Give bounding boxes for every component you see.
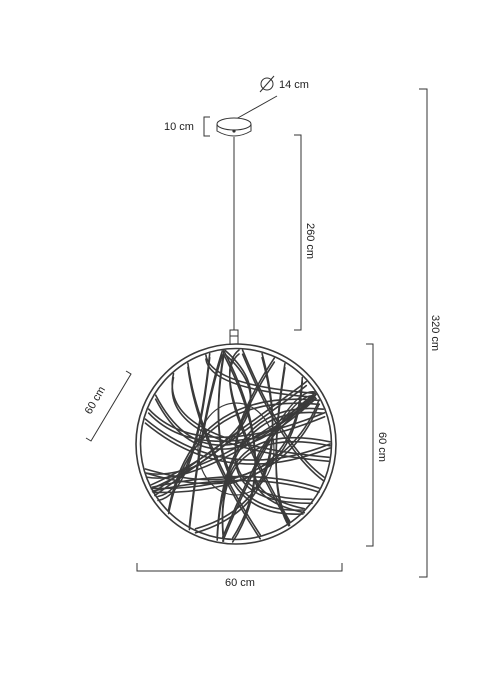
- wire-strand-8-1: [275, 367, 290, 527]
- wire-strand-14-1: [157, 356, 211, 502]
- total-height-bracket: [419, 88, 428, 578]
- canopy-height-bracket: [203, 116, 210, 137]
- wire-strand-25-1: [241, 353, 325, 482]
- wire-strand-21-1: [151, 479, 320, 493]
- diameter-symbol-icon: [260, 77, 274, 91]
- wire-strand-15-1: [188, 354, 224, 531]
- wire-strand-0-0: [144, 418, 331, 461]
- wire-strand-19-0: [154, 393, 317, 446]
- total-height-label: 320 cm: [429, 315, 441, 351]
- sphere-width-annotation: 60 cm: [136, 563, 343, 589]
- sphere-depth-bracket: [85, 370, 132, 442]
- canopy-top: [216, 117, 252, 131]
- canopy-diameter-annotation: 14 cm: [235, 75, 309, 120]
- wire-strand-12-1: [253, 396, 316, 514]
- wire-strand-22-1: [221, 441, 331, 542]
- wire-strand-24-1: [154, 384, 308, 497]
- inner-strand-ring: [197, 402, 275, 496]
- sphere-outline: [135, 343, 337, 545]
- cable-length-bracket: [294, 134, 302, 331]
- wire-strand-3-1: [234, 361, 313, 505]
- canopy-diameter-leader: [235, 95, 278, 120]
- sphere-width-label: 60 cm: [225, 577, 255, 589]
- wire-strand-24-0: [154, 380, 308, 493]
- wire-strand-25-0: [241, 349, 325, 478]
- wire-strand-23-1: [144, 380, 304, 485]
- canopy-height-annotation: 10 cm: [164, 116, 210, 137]
- sphere-depth-label: 60 cm: [83, 385, 108, 417]
- sphere-height-label: 60 cm: [376, 432, 388, 462]
- sphere-outline-inner: [139, 347, 333, 541]
- cable-length-annotation: 260 cm: [294, 134, 316, 331]
- diameter-symbol-slash: [259, 75, 275, 93]
- wire-strand-21-0: [151, 475, 320, 489]
- sphere-width-bracket: [136, 563, 343, 572]
- wire-strand-19-1: [154, 397, 317, 450]
- canopy-screw-icon: [232, 129, 236, 133]
- socket-collar-body: [229, 329, 239, 345]
- canopy-diameter-label: 14 cm: [279, 79, 309, 91]
- wire-sphere-shade: [135, 343, 337, 545]
- wire-strand-7-1: [145, 397, 317, 479]
- wire-strand-20-1: [194, 356, 274, 534]
- total-height-annotation: 320 cm: [419, 88, 441, 578]
- wire-strand-3-0: [234, 357, 313, 501]
- wire-strand-10-1: [223, 354, 257, 543]
- socket-collar: [229, 329, 239, 345]
- ceiling-canopy: [216, 117, 252, 137]
- canopy-height-label: 10 cm: [164, 121, 194, 133]
- sphere-depth-annotation: 60 cm: [83, 370, 132, 442]
- wire-strand-17-1: [171, 376, 330, 463]
- cable-length-label: 260 cm: [304, 223, 316, 259]
- sphere-height-annotation: 60 cm: [366, 343, 388, 547]
- wire-strand-11-1: [147, 412, 326, 443]
- sphere-height-bracket: [366, 343, 374, 547]
